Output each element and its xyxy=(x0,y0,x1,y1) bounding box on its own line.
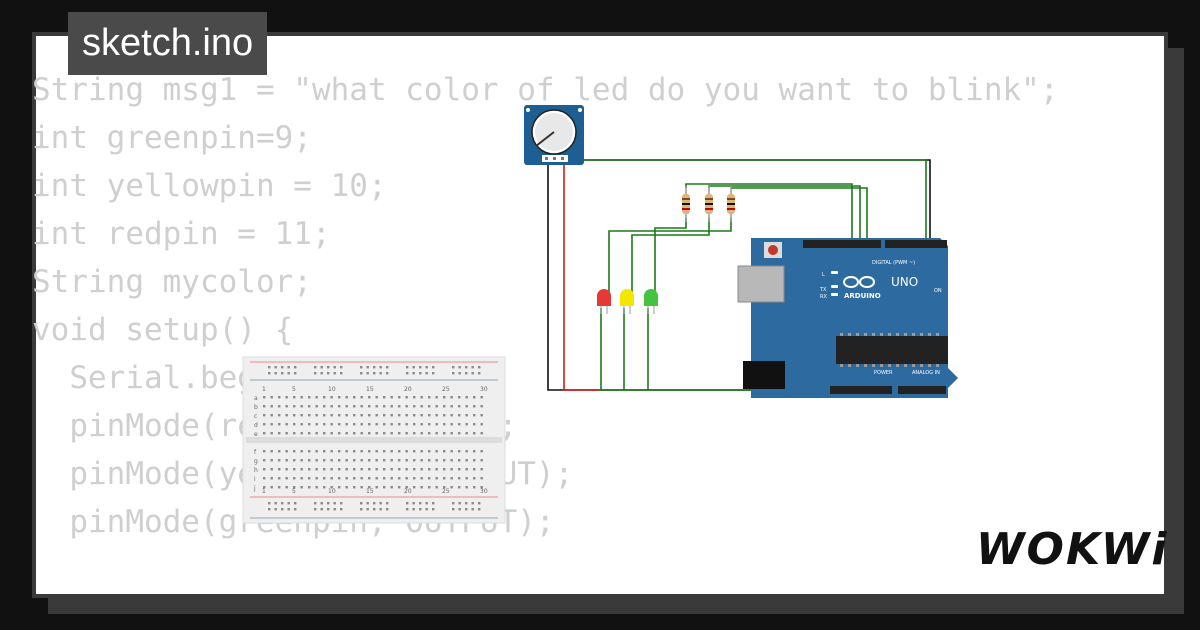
led-yellow[interactable] xyxy=(620,289,634,314)
bb-row-label: h xyxy=(254,467,258,474)
leds[interactable] xyxy=(597,289,658,314)
bb-row-label: c xyxy=(254,413,257,420)
atmega-chip xyxy=(836,336,948,364)
wire-red[interactable] xyxy=(563,158,600,391)
bb-row-label: b xyxy=(254,404,258,411)
led-red[interactable] xyxy=(597,289,611,314)
breadboard-holes xyxy=(263,366,483,511)
bb-col-label: 30 xyxy=(480,488,488,495)
bb-col-label: 10 xyxy=(328,488,336,495)
bb-col-label: 15 xyxy=(366,386,374,393)
resistor[interactable] xyxy=(727,186,735,222)
code-line: int yellowpin = 10; xyxy=(32,168,387,204)
bb-row-label: a xyxy=(254,395,258,402)
bb-row-label: e xyxy=(254,431,258,438)
bb-col-label: 10 xyxy=(328,386,336,393)
code-line: int greenpin=9; xyxy=(32,120,312,156)
bb-col-label: 1 xyxy=(262,488,266,495)
bb-col-label: 30 xyxy=(480,386,488,393)
code-line: void setup() { xyxy=(32,312,294,348)
power-label: POWER xyxy=(874,370,893,376)
bb-row-label: i xyxy=(254,476,256,483)
resistors[interactable] xyxy=(682,186,735,222)
bb-row-label: g xyxy=(254,458,258,465)
wokwi-logo[interactable]: WOKWi xyxy=(976,524,1169,575)
bb-col-label: 25 xyxy=(442,386,450,393)
tx-label: TX xyxy=(819,287,827,293)
rx-label: RX xyxy=(820,294,827,300)
wire-pin11[interactable] xyxy=(685,183,853,244)
resistor[interactable] xyxy=(682,186,690,222)
code-line: String msg1 = "what color of led do you … xyxy=(32,72,1059,108)
arduino-model: UNO xyxy=(891,275,918,289)
resistor[interactable] xyxy=(705,186,713,222)
wire-r1[interactable] xyxy=(608,218,732,292)
led-green[interactable] xyxy=(644,289,658,314)
bb-row-label: f xyxy=(254,449,257,456)
bb-col-label: 20 xyxy=(404,488,412,495)
bb-col-label: 1 xyxy=(262,386,266,393)
bb-col-label: 25 xyxy=(442,488,450,495)
wire-r2[interactable] xyxy=(631,218,710,292)
bb-row-label: d xyxy=(254,422,258,429)
bb-row-label: j xyxy=(253,485,256,492)
bb-col-label: 20 xyxy=(404,386,412,393)
bb-col-label: 5 xyxy=(292,488,296,495)
file-tab[interactable]: sketch.ino xyxy=(68,12,268,75)
potentiometer[interactable] xyxy=(524,105,584,165)
reset-button[interactable] xyxy=(768,245,778,255)
l-label: L xyxy=(822,272,825,278)
on-label: ON xyxy=(934,288,942,294)
code-line: String mycolor; xyxy=(32,264,312,300)
digital-label: DIGITAL (PWM ~) xyxy=(872,260,915,266)
wire-r3[interactable] xyxy=(654,218,687,292)
analog-label: ANALOG IN xyxy=(912,370,940,376)
bb-col-label: 5 xyxy=(292,386,296,393)
bb-col-label: 15 xyxy=(366,488,374,495)
code-line: int redpin = 11; xyxy=(32,216,331,252)
usb-port xyxy=(737,265,785,303)
breadboard[interactable]: 1 5 10 15 20 25 30 1 5 10 15 20 25 30 a … xyxy=(242,356,506,524)
arduino-brand: ARDUINO xyxy=(844,292,881,300)
power-jack xyxy=(743,361,785,389)
arduino-uno[interactable]: UNO ARDUINO DIGITAL (PWM ~) ANALOG IN PO… xyxy=(737,238,958,398)
wire-pin9[interactable] xyxy=(731,187,868,244)
preview-card xyxy=(32,32,1168,598)
